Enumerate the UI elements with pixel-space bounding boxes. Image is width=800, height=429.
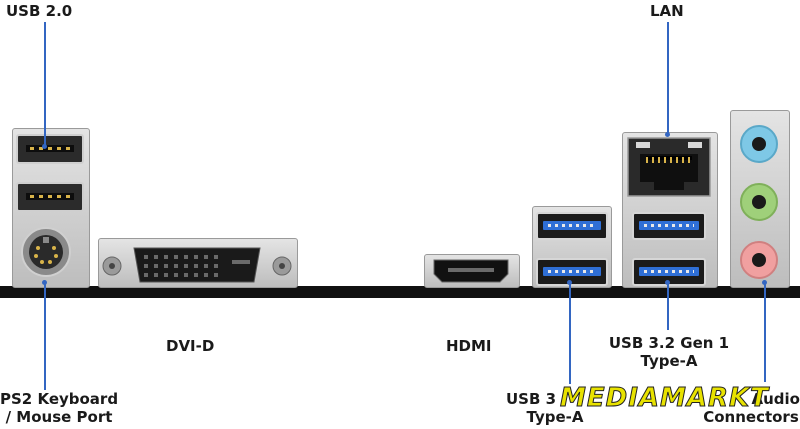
label-usb32-line2: Type-A [640, 352, 698, 370]
label-usb3-bottom: USB 3 Type-A [506, 390, 604, 426]
usb32-leader-dot [665, 280, 670, 285]
usb20-leader [44, 22, 46, 146]
usb32-leader [667, 282, 669, 330]
lan-leader [667, 22, 669, 134]
label-ps2: PS2 Keyboard / Mouse Port [0, 390, 118, 426]
label-audio-line2: Connectors [703, 408, 799, 426]
dvi-port-icon [102, 247, 292, 283]
usb3-port-bottom [536, 258, 608, 286]
label-usb32-line1: USB 3.2 Gen 1 [608, 334, 730, 352]
lan-port-icon [627, 137, 711, 197]
usb20-port-top [16, 134, 84, 164]
label-hdmi: HDMI [446, 337, 492, 355]
label-usb3-bottom-line2: Type-A [526, 408, 584, 426]
ps2-leader-dot [42, 280, 47, 285]
io-shield-baseline [0, 286, 800, 298]
label-usb3-bottom-line1: USB 3 [506, 390, 557, 408]
usb20-port-bottom [16, 182, 84, 212]
hdmi-port-icon [433, 259, 509, 283]
label-usb20: USB 2.0 [6, 2, 73, 20]
ps2-leader [44, 282, 46, 390]
audio-leader-dot [762, 280, 767, 285]
usb32-port-top [632, 212, 706, 240]
label-audio-line1: Audio [751, 390, 800, 408]
label-ps2-line2: / Mouse Port [5, 408, 113, 426]
label-ps2-line1: PS2 Keyboard [0, 390, 119, 408]
label-usb32: USB 3.2 Gen 1 Type-A [604, 334, 734, 370]
audio-leader [764, 282, 766, 382]
audio-jacks-icon [740, 125, 778, 279]
usb3-leader-dot [567, 280, 572, 285]
usb32-port-bottom [632, 258, 706, 286]
lan-leader-dot [665, 132, 670, 137]
usb3-port-top [536, 212, 608, 240]
label-lan: LAN [650, 2, 684, 20]
label-audio: Audio Connectors [702, 390, 800, 426]
label-dvi: DVI-D [166, 337, 215, 355]
ps2-port-icon [21, 227, 71, 277]
watermark-logo: MEDIAMARKT [560, 383, 769, 414]
usb20-leader-dot [42, 144, 47, 149]
usb3-leader [569, 282, 571, 384]
